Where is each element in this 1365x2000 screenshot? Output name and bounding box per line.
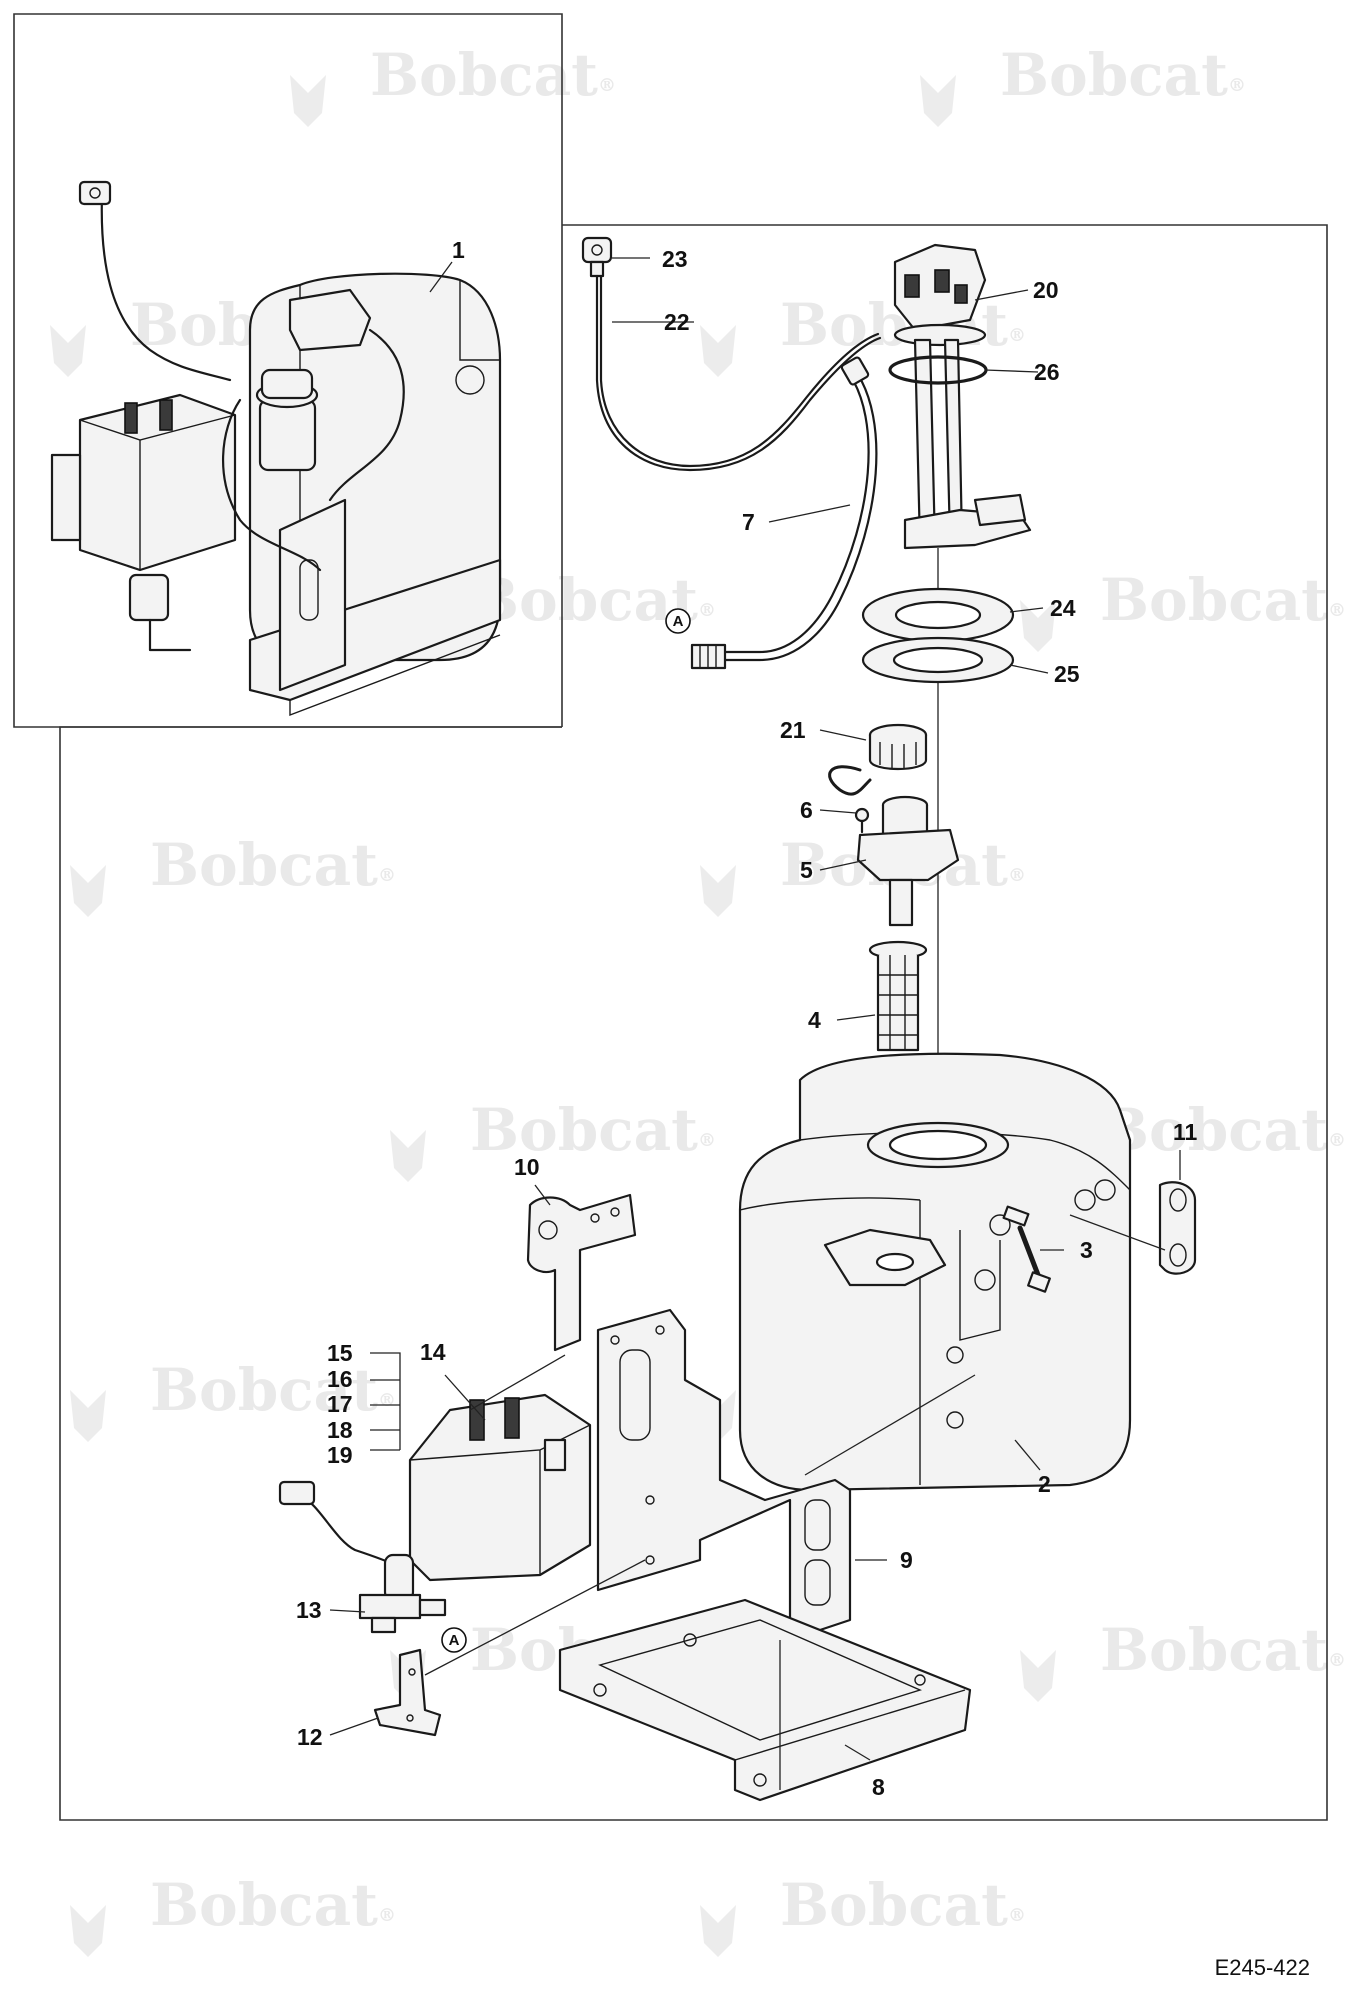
part-11-bracket <box>1158 1181 1197 1275</box>
part-8-base-frame <box>558 1598 972 1802</box>
part-12-bracket <box>373 1648 442 1737</box>
callout-23: 23 <box>662 246 688 272</box>
watermark-text: Bobcat® <box>150 1871 396 1939</box>
callout-leaders <box>329 257 1181 1761</box>
part-2-tank <box>738 1052 1132 1492</box>
connection-ref-a-bottom: A <box>441 1627 467 1653</box>
watermark-1: Bobcat® <box>290 41 616 127</box>
callout-2: 2 <box>1038 1471 1051 1497</box>
watermark-text: Bobcat® <box>150 1356 396 1424</box>
callout-14: 14 <box>420 1339 446 1365</box>
alignment-line-3 <box>424 1559 646 1676</box>
part-25-gasket <box>861 636 1015 684</box>
callout-22: 22 <box>664 309 690 335</box>
callout-3: 3 <box>1080 1237 1093 1263</box>
callout-24: 24 <box>1050 595 1076 621</box>
watermark-14: Bobcat® <box>1020 1616 1346 1702</box>
callout-12: 12 <box>297 1724 323 1750</box>
callout-11: 11 <box>1173 1119 1198 1145</box>
watermark-text: Bobcat® <box>470 1096 716 1164</box>
watermark-7: Bobcat® <box>70 831 396 917</box>
watermark-9: Bobcat® <box>390 1096 716 1182</box>
watermark-text: Bobcat® <box>780 1871 1026 1939</box>
figure-code: E245-422 <box>1215 1955 1310 1980</box>
part-13-valve <box>278 1480 447 1634</box>
connection-ref-a-top: A <box>665 608 691 634</box>
watermark-text: Bobcat® <box>1000 41 1246 109</box>
watermark-text: Bobcat® <box>1100 1096 1346 1164</box>
assembled-tank-view <box>50 180 502 717</box>
watermark-2: Bobcat® <box>920 41 1246 127</box>
svg-text:A: A <box>673 613 684 630</box>
part-9-plate <box>596 1308 852 1642</box>
part-22-wire <box>595 274 882 472</box>
callout-5: 5 <box>800 857 813 883</box>
callout-16: 16 <box>327 1366 353 1392</box>
callout-26: 26 <box>1034 359 1060 385</box>
callout-13: 13 <box>296 1597 322 1623</box>
callout-4: 4 <box>808 1007 821 1033</box>
svg-text:A: A <box>449 1632 460 1649</box>
part-6-screw <box>854 807 870 834</box>
watermark-text: Bobcat® <box>150 831 396 899</box>
part-23-connector <box>581 236 613 278</box>
callout-17: 17 <box>327 1391 353 1417</box>
part-26-o-ring <box>888 355 988 385</box>
callout-20: 20 <box>1033 277 1059 303</box>
callout-19: 19 <box>327 1442 353 1468</box>
part-24-flange <box>861 587 1015 643</box>
watermark-text: Bobcat® <box>370 41 616 109</box>
watermark-text: Bobcat® <box>1100 1616 1346 1684</box>
part-4-strainer <box>868 940 928 1052</box>
part-20-sender <box>893 243 1032 550</box>
alignment-line-2 <box>804 1374 976 1476</box>
callout-25: 25 <box>1054 661 1080 687</box>
callout-10: 10 <box>514 1154 540 1180</box>
callout-21: 21 <box>780 717 806 743</box>
callout-18: 18 <box>327 1417 353 1443</box>
watermark-15: Bobcat® <box>70 1871 396 1957</box>
part-7-hose <box>690 356 878 670</box>
part-14-pump-unit <box>408 1393 592 1582</box>
part-5-filler-neck <box>856 795 960 927</box>
watermark-text: Bobcat® <box>1100 566 1346 634</box>
callout-1: 1 <box>452 237 465 263</box>
part-21-cap <box>828 723 928 796</box>
watermark-6: Bobcat® <box>1020 566 1346 652</box>
part-3-fitting <box>1002 1205 1051 1293</box>
part-10-bracket <box>526 1193 637 1352</box>
callout-9: 9 <box>900 1547 913 1573</box>
callout-15: 15 <box>327 1340 353 1366</box>
alignment-line-5 <box>1069 1214 1166 1251</box>
callout-8: 8 <box>872 1774 885 1800</box>
callout-6: 6 <box>800 797 813 823</box>
watermark-11: Bobcat® <box>70 1356 396 1442</box>
alignment-line-1 <box>469 1354 566 1411</box>
main-frame <box>59 224 1328 1821</box>
callout-7: 7 <box>742 509 755 535</box>
watermark-16: Bobcat® <box>700 1871 1026 1957</box>
